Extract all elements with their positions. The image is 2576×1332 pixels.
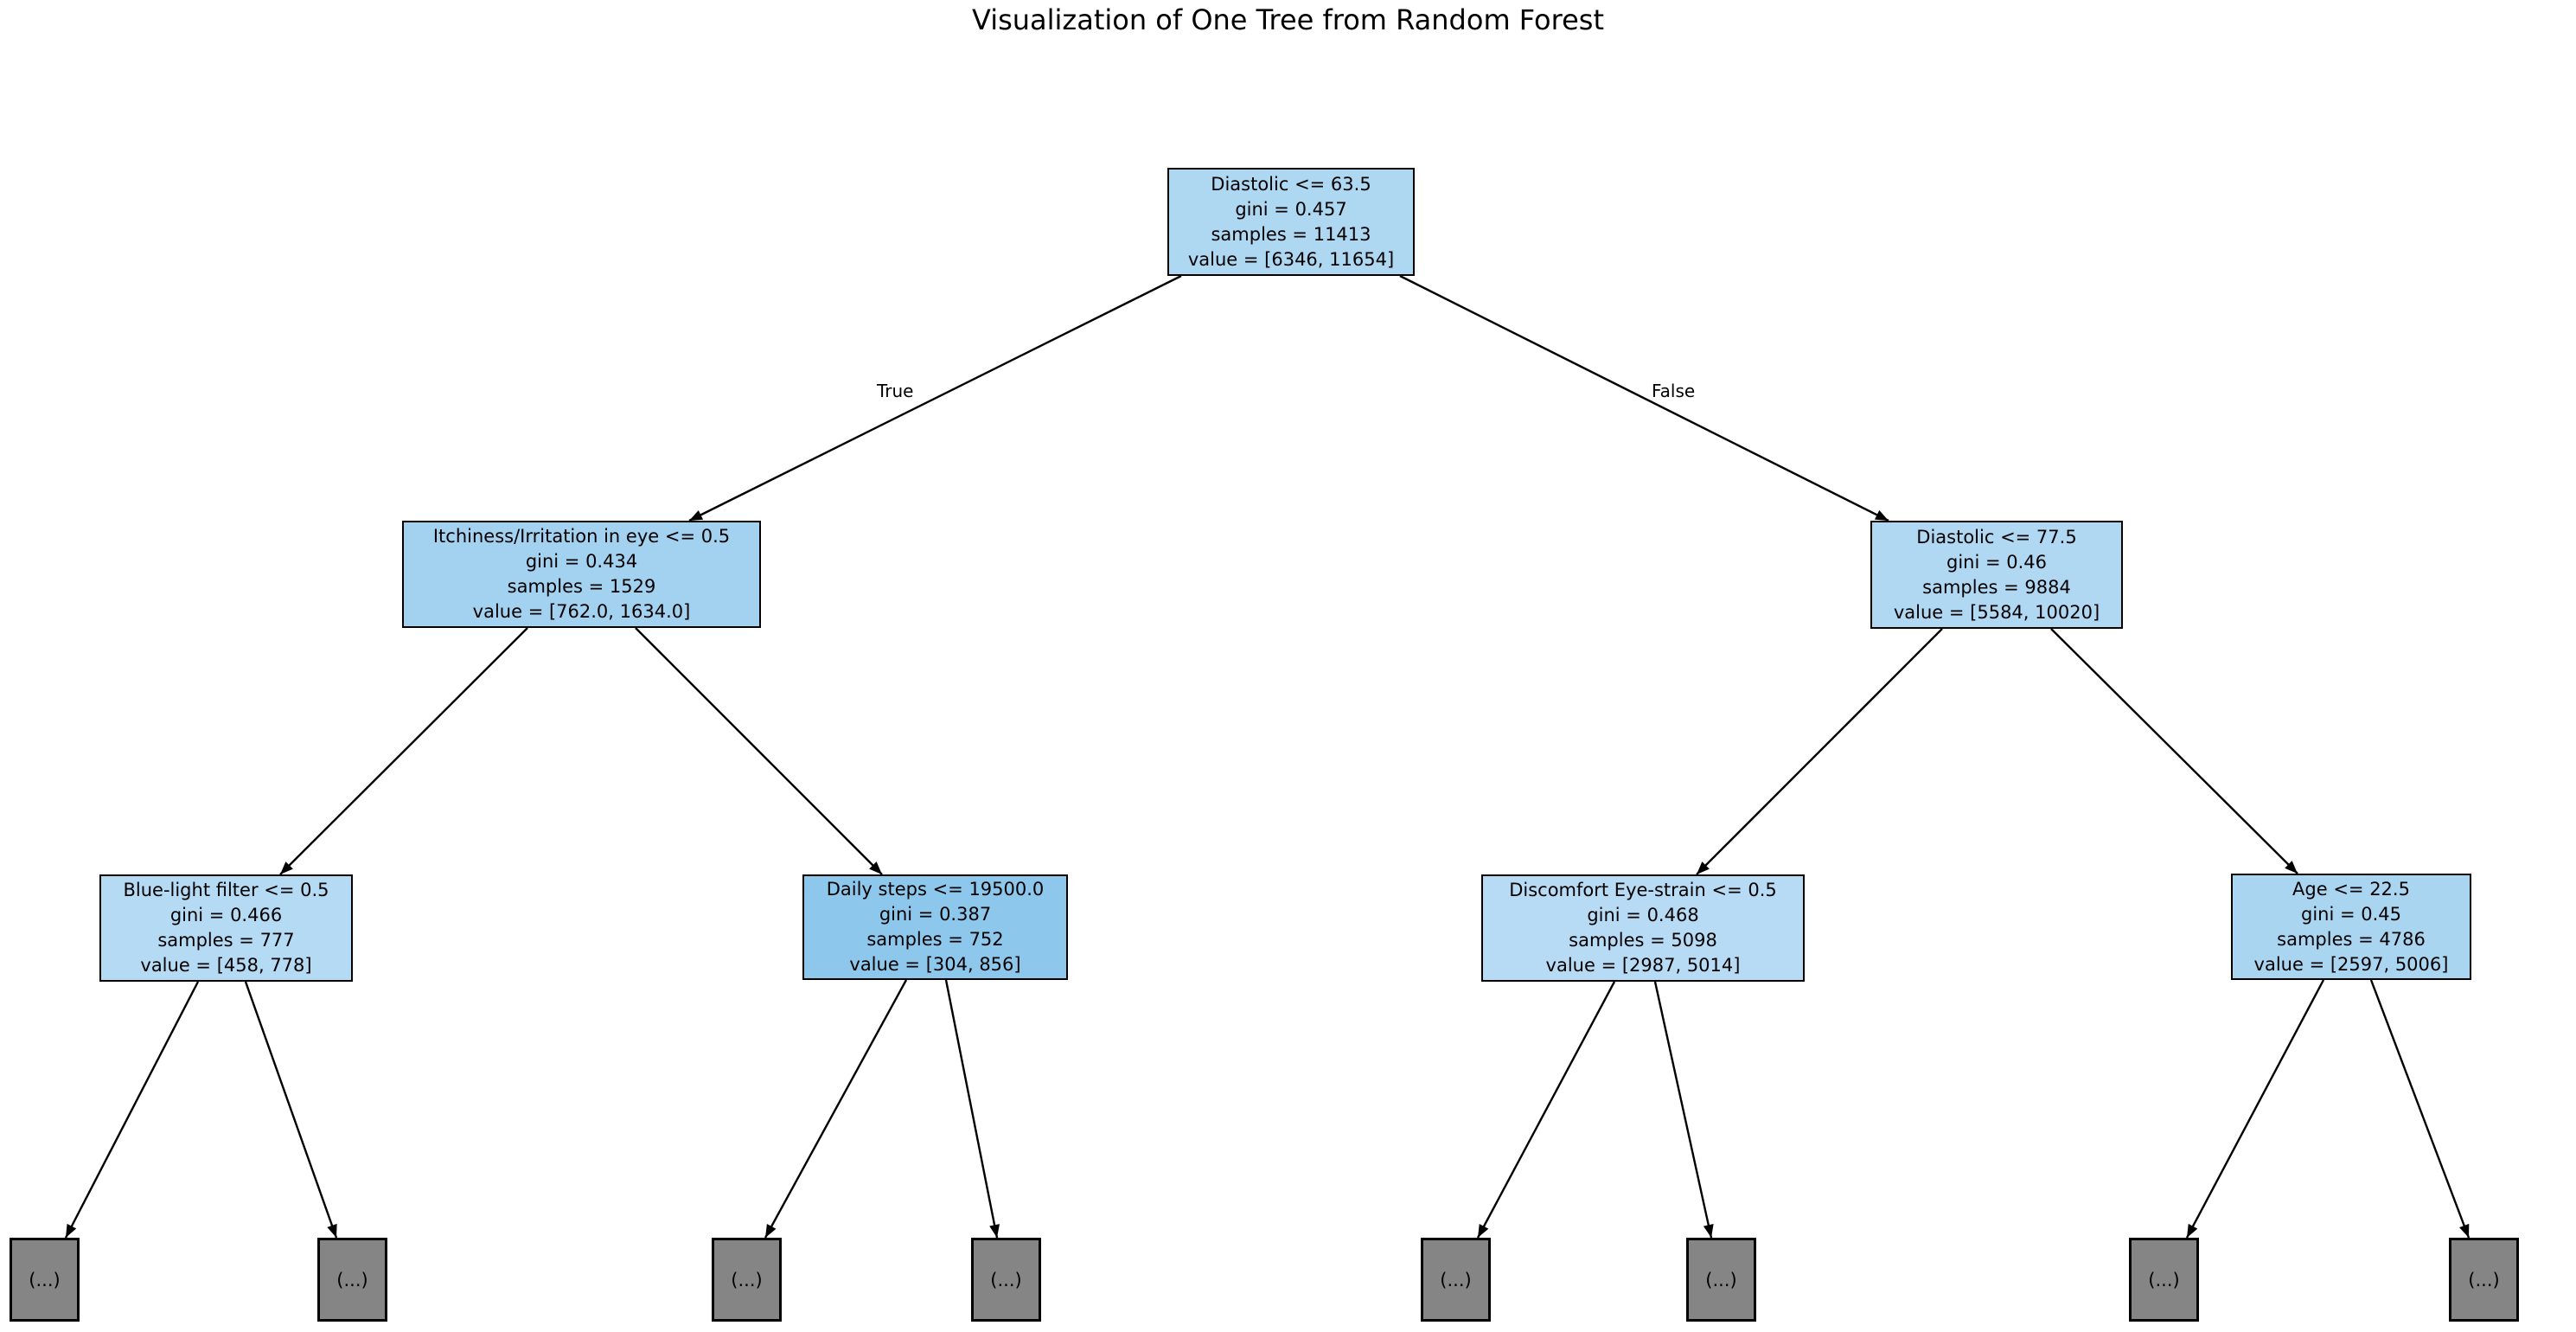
tree-node-R: Diastolic <= 77.5 gini = 0.46 samples = … [1870,521,2123,629]
edge-L-right [635,627,883,875]
node-gini: gini = 0.45 [2300,903,2401,925]
node-samples: samples = 11413 [1211,223,1371,245]
tree-node-RR: Age <= 22.5 gini = 0.45 samples = 4786 v… [2231,874,2471,980]
leaf-node-5: (...) [1421,1238,1491,1322]
tree-node-RL: Discomfort Eye-strain <= 0.5 gini = 0.46… [1481,874,1805,982]
node-gini: gini = 0.466 [169,905,283,925]
node-value: value = [458, 778] [140,955,312,976]
edge-L-left [279,627,528,875]
edge-LR-right [944,979,1000,1239]
tree-node-L: Itchiness/Irritation in eye <= 0.5 gini … [402,521,761,628]
leaf-node-2: (...) [317,1238,387,1322]
node-condition: Diastolic <= 77.5 [1916,526,2077,548]
node-samples: samples = 4786 [2277,928,2426,950]
edge-label-false: False [1652,381,1696,401]
edge-LL-right [244,981,338,1239]
edge-root-false [1399,274,1889,522]
leaf-label: (...) [1705,1269,1737,1290]
node-condition: Daily steps <= 19500.0 [826,879,1045,900]
node-value: value = [304, 856] [849,954,1021,975]
node-value: value = [762.0, 1634.0] [472,601,691,622]
figure-title: Visualization of One Tree from Random Fo… [972,3,1604,36]
node-condition: Age <= 22.5 [2292,878,2410,900]
leaf-label: (...) [731,1269,763,1290]
edge-root-true [688,274,1182,522]
leaf-label: (...) [990,1269,1022,1290]
node-samples: samples = 777 [157,930,295,951]
node-condition: Discomfort Eye-strain <= 0.5 [1509,880,1777,900]
node-value: value = [6346, 11654] [1187,248,1395,270]
node-gini: gini = 0.468 [1587,905,1699,925]
tree-node-root: Diastolic <= 63.5 gini = 0.457 samples =… [1167,168,1415,276]
leaf-node-8: (...) [2449,1238,2519,1322]
node-gini: gini = 0.434 [525,551,638,572]
leaf-label: (...) [29,1269,61,1290]
node-value: value = [2987, 5014] [1545,955,1741,976]
leaf-label: (...) [2468,1269,2500,1290]
leaf-node-7: (...) [2129,1238,2199,1322]
leaf-node-6: (...) [1686,1238,1756,1322]
node-condition: Diastolic <= 63.5 [1211,173,1371,195]
edge-LR-left [764,979,908,1239]
edge-RR-left [2185,979,2325,1239]
leaf-label: (...) [2148,1269,2180,1290]
leaf-label: (...) [1440,1269,1472,1290]
edge-LL-left [64,981,200,1239]
node-samples: samples = 1529 [507,576,656,597]
edge-lines [64,274,2471,1239]
node-value: value = [5584, 10020] [1893,601,2100,623]
node-gini: gini = 0.457 [1235,198,1347,220]
edge-label-true: True [877,381,914,401]
tree-node-LR: Daily steps <= 19500.0 gini = 0.387 samp… [802,874,1068,980]
node-gini: gini = 0.387 [879,904,992,925]
node-gini: gini = 0.46 [1946,551,2047,573]
leaf-node-1: (...) [10,1238,80,1322]
edge-RR-right [2369,979,2471,1239]
leaf-node-4: (...) [971,1238,1041,1322]
node-condition: Itchiness/Irritation in eye <= 0.5 [432,526,731,547]
node-samples: samples = 9884 [1922,576,2071,598]
node-condition: Blue-light filter <= 0.5 [123,880,329,900]
edge-RL-left [1476,981,1616,1239]
tree-node-LL: Blue-light filter <= 0.5 gini = 0.466 sa… [99,874,353,982]
edge-R-right [2050,628,2298,874]
node-samples: samples = 752 [866,929,1004,950]
edge-R-left [1696,628,1943,875]
leaf-label: (...) [336,1269,368,1290]
leaf-node-3: (...) [712,1238,782,1322]
edge-RL-right [1653,981,1714,1239]
node-value: value = [2597, 5006] [2253,953,2449,975]
node-samples: samples = 5098 [1569,930,1717,951]
